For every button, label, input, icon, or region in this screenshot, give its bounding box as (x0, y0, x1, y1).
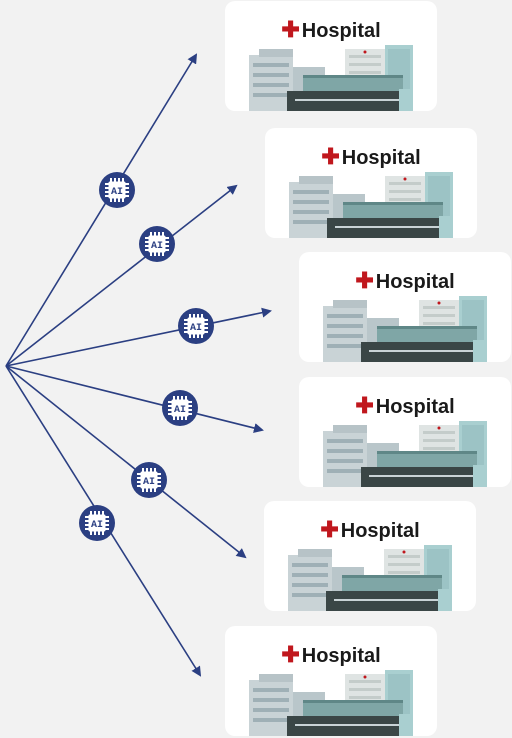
hospital-card: ✚Hospital (265, 128, 477, 238)
hospital-title: ✚Hospital (299, 393, 511, 419)
hospital-name: Hospital (301, 20, 381, 42)
ai-chip-icon: AI (98, 171, 136, 209)
svg-text:AI: AI (190, 323, 202, 334)
hospital-building-icon (289, 172, 453, 238)
svg-text:AI: AI (111, 187, 123, 198)
hospital-title: ✚Hospital (299, 268, 511, 294)
hospital-building-icon (249, 45, 413, 111)
hospital-name: Hospital (375, 271, 455, 293)
hospital-card: ✚Hospital (299, 377, 511, 487)
red-cross-icon: ✚ (355, 268, 374, 293)
ai-chip-icon: AI (161, 389, 199, 427)
hospital-card: ✚Hospital (299, 252, 511, 362)
hospital-name: Hospital (301, 645, 381, 667)
ai-chip-icon: AI (130, 461, 168, 499)
hospital-title: ✚Hospital (225, 17, 437, 43)
arrow-to-hospital-2 (5, 184, 238, 367)
hospital-card: ✚Hospital (264, 501, 476, 611)
svg-text:AI: AI (143, 477, 155, 488)
hospital-title: ✚Hospital (225, 642, 437, 668)
arrow-to-hospital-1 (5, 53, 198, 367)
hospital-name: Hospital (341, 147, 421, 169)
ai-chip-icon: AI (78, 504, 116, 542)
arrow-to-hospital-3 (5, 307, 272, 367)
arrow-to-hospital-4 (5, 365, 264, 433)
ai-chip-icon: AI (177, 307, 215, 345)
ai-chip-icon: AI (138, 225, 176, 263)
hospital-building-icon (323, 296, 487, 362)
arrow-to-hospital-5 (5, 365, 247, 559)
hospital-title: ✚Hospital (265, 144, 477, 170)
red-cross-icon: ✚ (355, 393, 374, 418)
hospital-building-icon (249, 670, 413, 736)
hospital-name: Hospital (375, 396, 455, 418)
hospital-name: Hospital (340, 520, 420, 542)
svg-text:AI: AI (174, 405, 186, 416)
red-cross-icon: ✚ (320, 517, 339, 542)
hospital-card: ✚Hospital (225, 1, 437, 111)
red-cross-icon: ✚ (281, 17, 300, 42)
hospital-title: ✚Hospital (264, 517, 476, 543)
hospital-building-icon (288, 545, 452, 611)
svg-text:AI: AI (151, 241, 163, 252)
red-cross-icon: ✚ (321, 144, 340, 169)
svg-text:AI: AI (91, 520, 103, 531)
hospital-card: ✚Hospital (225, 626, 437, 736)
red-cross-icon: ✚ (281, 642, 300, 667)
hospital-building-icon (323, 421, 487, 487)
